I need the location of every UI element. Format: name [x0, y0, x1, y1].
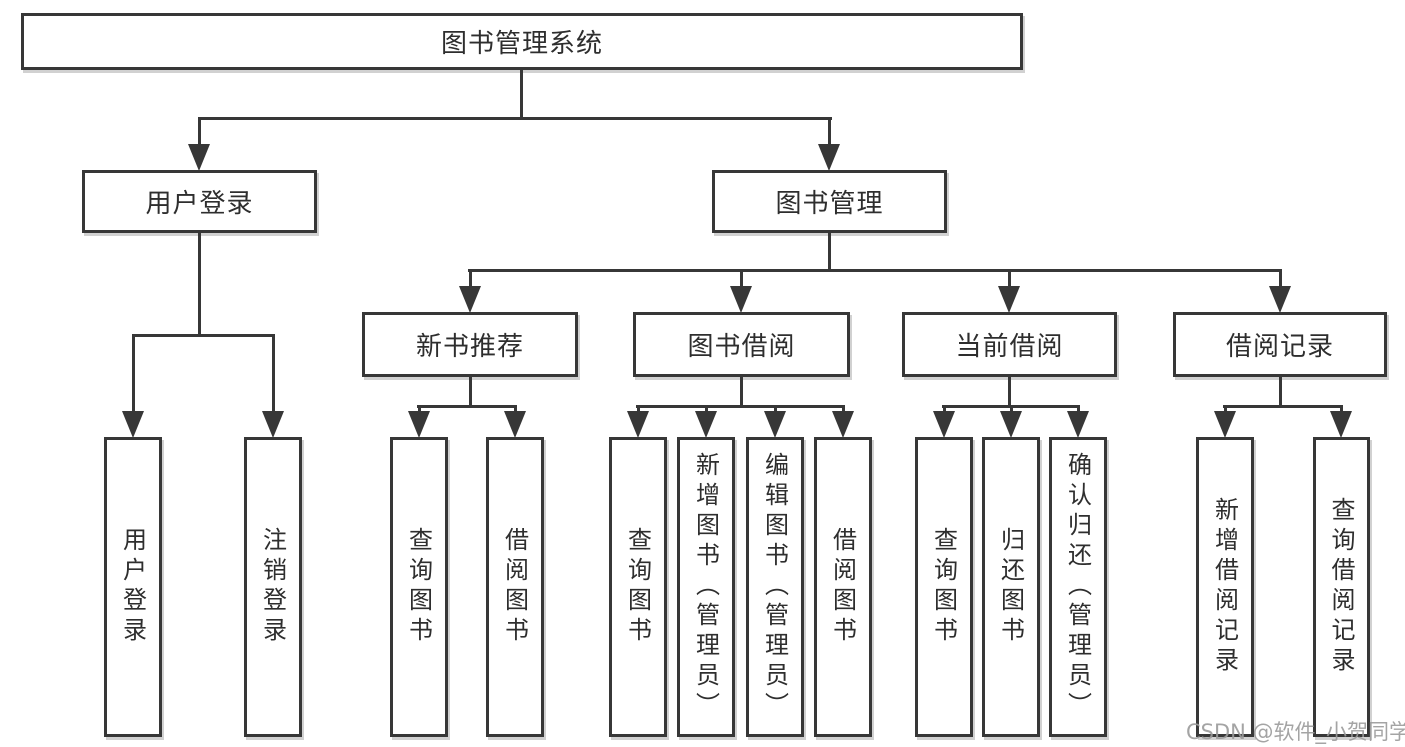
arrowhead — [1067, 411, 1089, 438]
arrowhead — [627, 411, 649, 438]
leaf-query-books-rec: 查询图书 — [390, 437, 448, 737]
edge-borrow-records-bus — [1223, 405, 1343, 408]
leaf-user-login: 用户登录 — [104, 437, 162, 737]
node-label: 新书推荐 — [415, 332, 524, 362]
leaf-return-books: 归还图书 — [982, 437, 1040, 737]
arrowhead — [730, 286, 752, 313]
leaf-label: 借阅图书 — [828, 527, 857, 647]
arrowhead — [818, 144, 840, 171]
edge-drop-leaf — [705, 405, 708, 414]
arrowhead — [764, 411, 786, 438]
edge-new-book-rec-bus — [417, 405, 517, 408]
edge-drop-leaf — [1010, 405, 1013, 414]
arrowhead — [695, 411, 717, 438]
edge-drop-book-mgmt — [828, 117, 831, 147]
node-label: 图书管理系统 — [440, 29, 603, 59]
leaf-label: 用户登录 — [118, 527, 147, 647]
node-label: 图书管理 — [775, 189, 884, 219]
arrowhead — [1000, 411, 1022, 438]
edge-drop-borrow-records — [1279, 269, 1282, 289]
node-borrowing-records: 借阅记录 — [1173, 312, 1387, 377]
arrowhead — [1269, 286, 1291, 313]
edge-drop-leaf — [637, 405, 640, 414]
arrowhead — [408, 411, 430, 438]
leaf-borrow-books: 借阅图书 — [814, 437, 872, 737]
edge-drop-leaf — [1224, 405, 1227, 414]
leaf-label: 注销登录 — [258, 527, 287, 647]
edge-drop-leaf — [943, 405, 946, 414]
arrowhead — [1330, 411, 1352, 438]
edge-book-borrow-bus — [636, 405, 845, 408]
edge-user-login-bus — [132, 334, 275, 337]
edge-level3-bus — [468, 269, 1282, 272]
node-book-borrowing: 图书借阅 — [633, 312, 850, 377]
node-label: 图书借阅 — [687, 332, 796, 362]
leaf-logout: 注销登录 — [244, 437, 302, 737]
leaf-label: 编辑图书（管理员） — [760, 452, 789, 722]
edge-new-book-rec-stem — [469, 375, 472, 408]
edge-drop-new-book-rec — [469, 269, 472, 289]
leaf-query-borrow-record: 查询借阅记录 — [1313, 437, 1370, 737]
edge-borrow-records-stem — [1279, 375, 1282, 408]
arrowhead — [1214, 411, 1236, 438]
edge-book-mgmt-stem — [828, 231, 831, 272]
leaf-label: 新增借阅记录 — [1210, 497, 1239, 677]
leaf-label: 查询图书 — [404, 527, 433, 647]
edge-drop-current-borrow — [1008, 269, 1011, 289]
leaf-label: 查询图书 — [929, 527, 958, 647]
edge-drop-login-leaf — [132, 334, 135, 412]
node-root-library-system: 图书管理系统 — [21, 13, 1023, 70]
node-label: 借阅记录 — [1225, 332, 1334, 362]
edge-current-borrow-stem — [1008, 375, 1011, 408]
arrowhead — [998, 286, 1020, 313]
node-book-management: 图书管理 — [712, 170, 947, 233]
arrowhead — [832, 411, 854, 438]
edge-book-borrow-stem — [740, 375, 743, 408]
node-user-login: 用户登录 — [82, 170, 317, 233]
leaf-label: 确认归还（管理员） — [1063, 452, 1092, 722]
edge-drop-leaf — [514, 405, 517, 414]
edge-user-login-stem — [198, 231, 201, 337]
leaf-query-books-current: 查询图书 — [915, 437, 973, 737]
arrowhead — [933, 411, 955, 438]
leaf-add-borrow-record: 新增借阅记录 — [1196, 437, 1254, 737]
edge-drop-user-login — [198, 117, 201, 147]
arrowhead — [122, 411, 144, 438]
leaf-edit-books-admin: 编辑图书（管理员） — [746, 437, 804, 737]
leaf-label: 查询借阅记录 — [1327, 497, 1355, 677]
leaf-label: 查询图书 — [623, 527, 652, 647]
leaf-confirm-return-admin: 确认归还（管理员） — [1049, 437, 1107, 737]
edge-root-stem — [520, 67, 523, 120]
edge-drop-book-borrow — [740, 269, 743, 289]
edge-level2-bus — [198, 117, 832, 120]
leaf-add-books-admin: 新增图书（管理员） — [677, 437, 735, 737]
node-label: 当前借阅 — [955, 332, 1064, 362]
node-new-book-recommendation: 新书推荐 — [362, 312, 578, 377]
edge-drop-leaf — [842, 405, 845, 414]
leaf-label: 新增图书（管理员） — [691, 452, 720, 722]
edge-drop-leaf — [774, 405, 777, 414]
arrowhead — [262, 411, 284, 438]
leaf-label: 借阅图书 — [500, 527, 529, 647]
edge-drop-leaf — [418, 405, 421, 414]
node-label: 用户登录 — [145, 189, 254, 219]
edge-drop-leaf — [1077, 405, 1080, 414]
csdn-watermark: CSDN @软件_小贺同学 — [1186, 720, 1405, 744]
edge-drop-leaf — [1340, 405, 1343, 414]
arrowhead — [504, 411, 526, 438]
leaf-label: 归还图书 — [996, 527, 1025, 647]
arrowhead — [459, 286, 481, 313]
leaf-query-books-borrow: 查询图书 — [609, 437, 667, 737]
edge-drop-logout-leaf — [272, 334, 275, 412]
node-current-borrowing: 当前借阅 — [902, 312, 1117, 377]
leaf-borrow-books-rec: 借阅图书 — [486, 437, 544, 737]
arrowhead — [188, 144, 210, 171]
